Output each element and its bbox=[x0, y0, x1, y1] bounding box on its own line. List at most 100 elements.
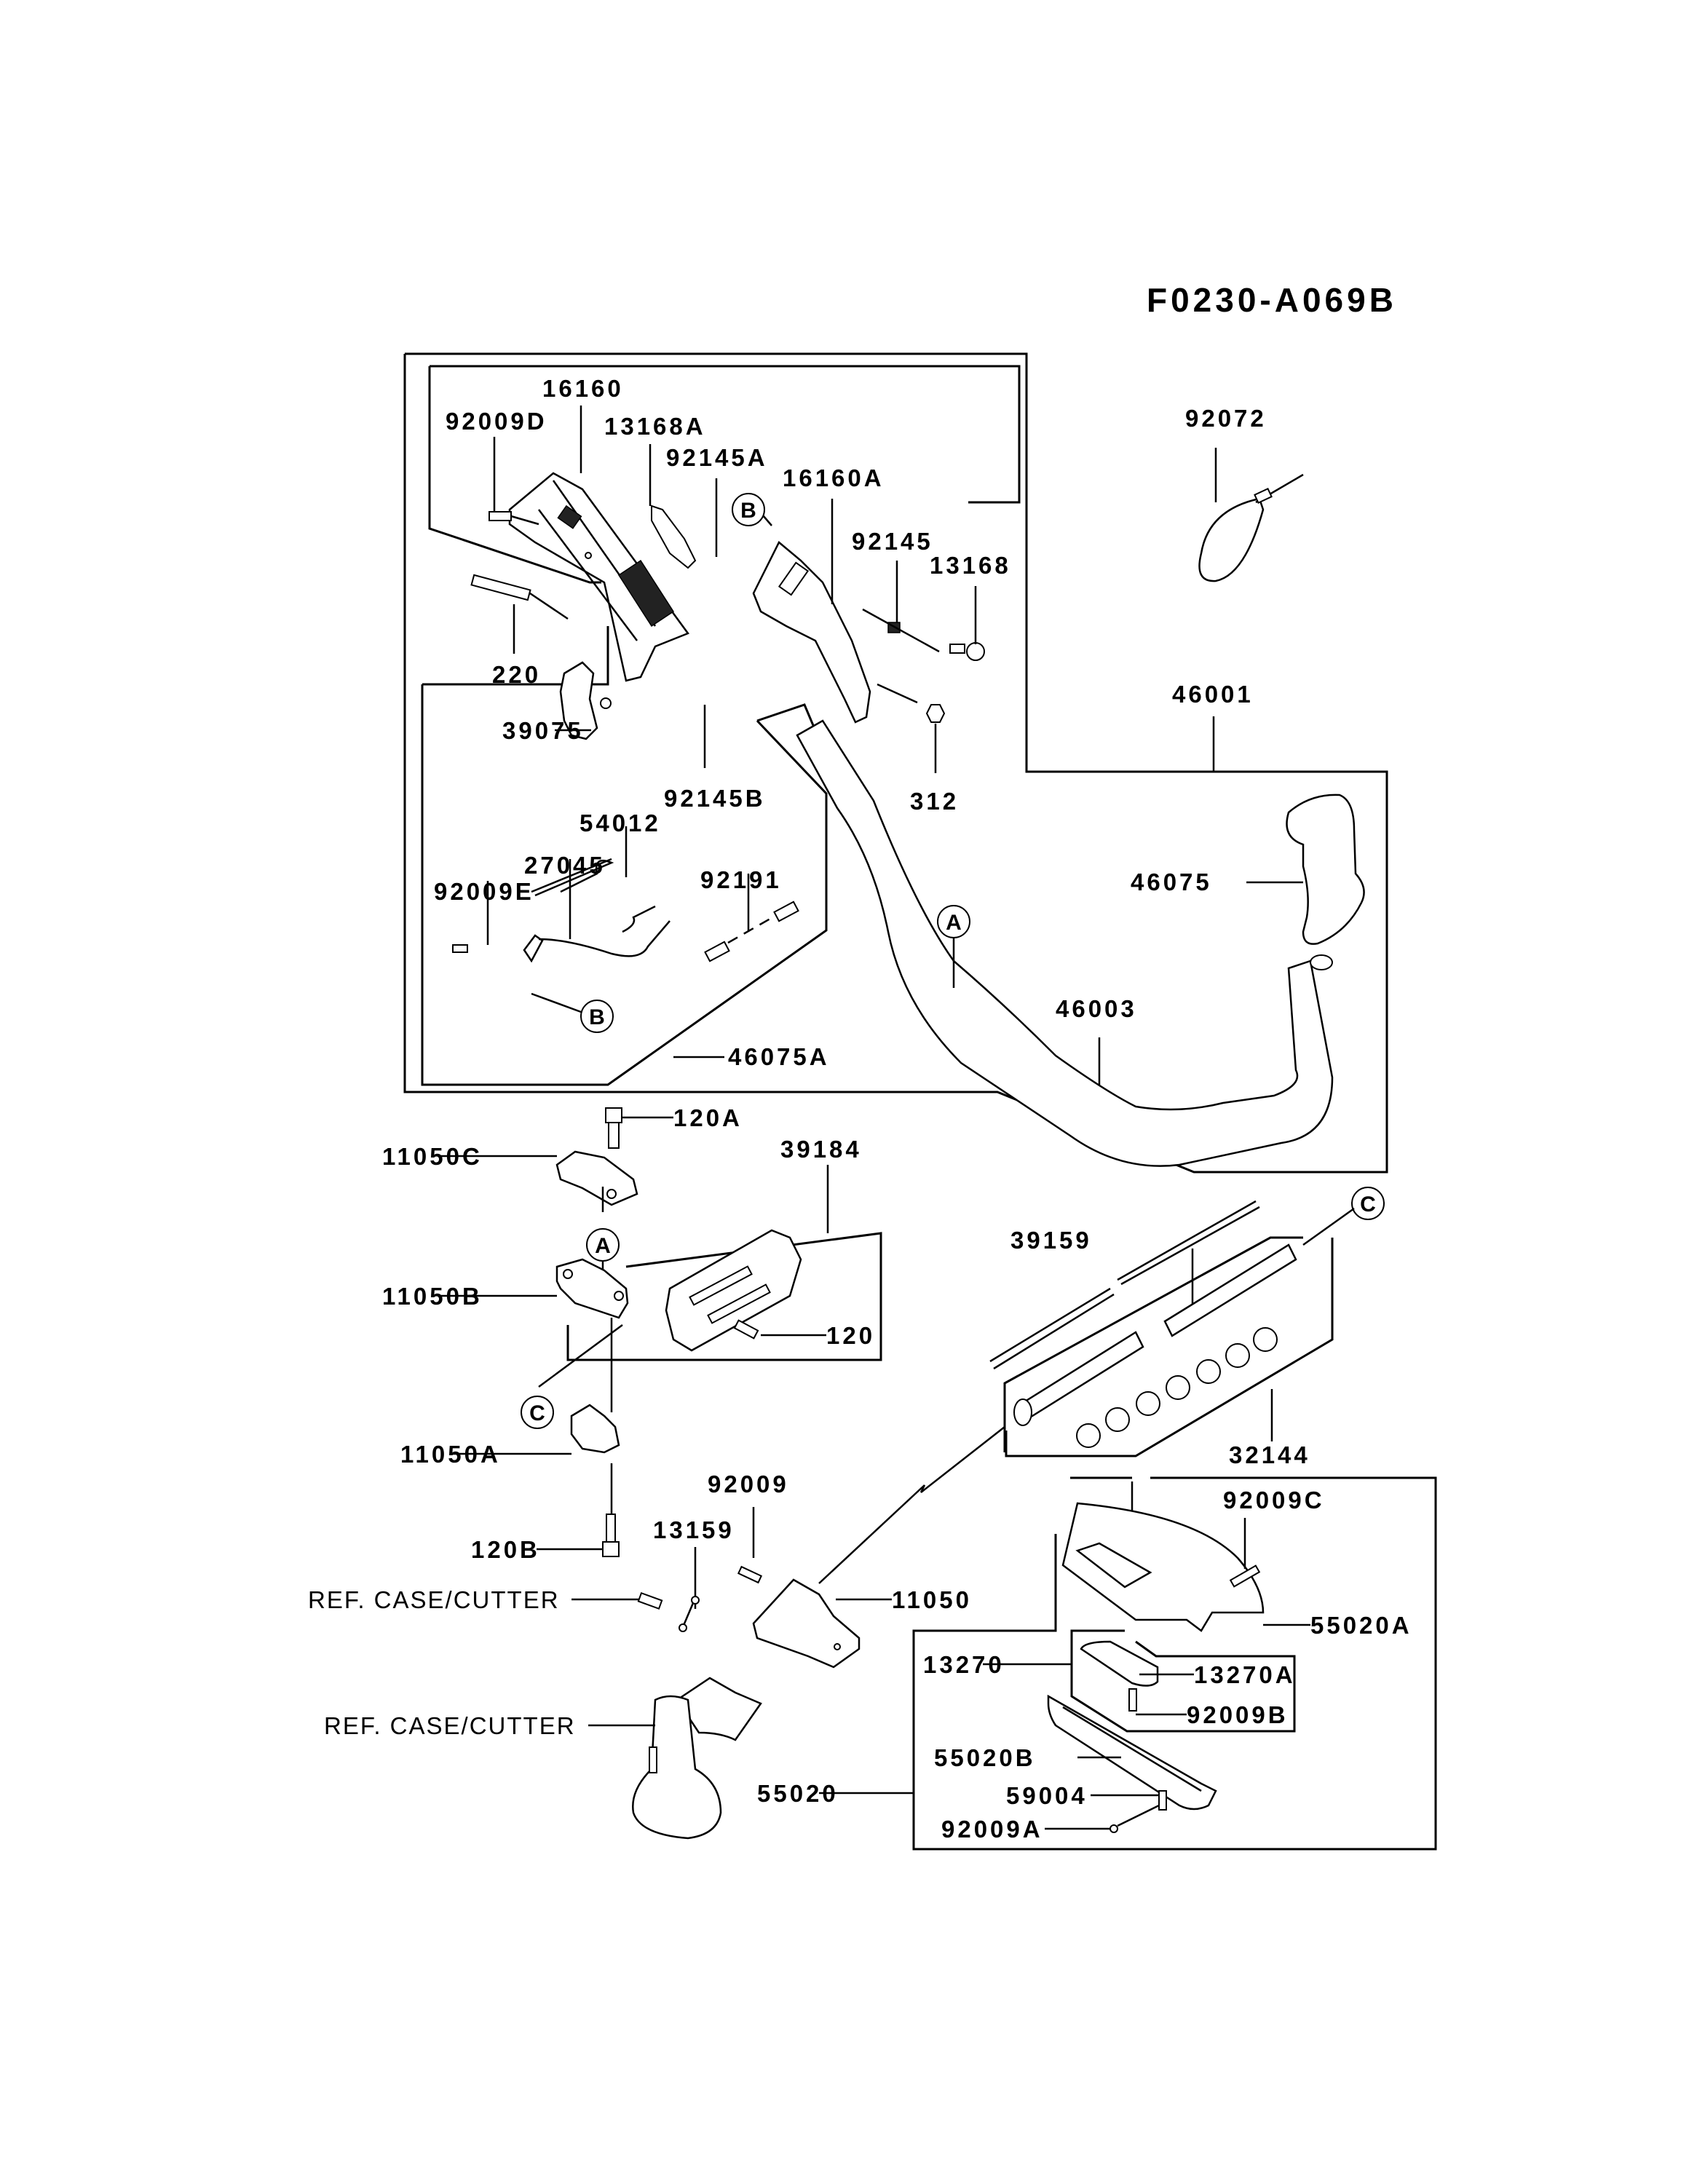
part-27045-switch-wire bbox=[523, 920, 671, 963]
part-92009B-screw bbox=[1128, 1688, 1137, 1712]
svg-text:C: C bbox=[1360, 1192, 1376, 1216]
callout-A-middle: A bbox=[586, 1228, 620, 1262]
label-92009: 92009 bbox=[708, 1471, 789, 1497]
label-39184: 39184 bbox=[780, 1136, 862, 1163]
label-39075: 39075 bbox=[502, 717, 584, 744]
label-11050: 11050 bbox=[892, 1586, 972, 1613]
label-59004: 59004 bbox=[1006, 1782, 1088, 1809]
callout-C-middle: C bbox=[521, 1396, 554, 1429]
label-11050B: 11050B bbox=[382, 1283, 483, 1310]
label-46075A: 46075A bbox=[728, 1043, 830, 1070]
label-92145: 92145 bbox=[852, 528, 933, 555]
label-55020A: 55020A bbox=[1310, 1612, 1412, 1639]
part-55020B-blade bbox=[1047, 1694, 1217, 1811]
label-ref-case-cutter-1: REF. CASE/CUTTER bbox=[308, 1586, 560, 1613]
label-55020B: 55020B bbox=[934, 1744, 1036, 1771]
part-32144-bearings bbox=[1076, 1327, 1278, 1448]
callout-B-top: B bbox=[732, 493, 772, 526]
label-13168A: 13168A bbox=[604, 413, 706, 440]
label-92072: 92072 bbox=[1185, 405, 1267, 432]
label-312: 312 bbox=[910, 788, 959, 815]
part-39159-shaft bbox=[989, 1200, 1260, 1370]
part-92009D-screw bbox=[488, 511, 539, 526]
label-46001: 46001 bbox=[1172, 681, 1254, 708]
label-220: 220 bbox=[492, 661, 541, 688]
callout-B-bottom: B bbox=[531, 992, 614, 1033]
label-32144: 32144 bbox=[1229, 1441, 1310, 1468]
label-13270A: 13270A bbox=[1194, 1661, 1296, 1688]
box-13270 bbox=[1070, 1629, 1296, 1733]
part-39075-trigger bbox=[559, 661, 612, 740]
part-32144-tube bbox=[1013, 1243, 1297, 1426]
label-120B: 120B bbox=[471, 1536, 540, 1563]
part-46075-grip bbox=[1286, 794, 1365, 945]
part-59004-plate bbox=[1158, 1790, 1167, 1811]
box-32144-right bbox=[1005, 1238, 1334, 1457]
part-120A-bolt bbox=[605, 1107, 673, 1149]
part-13159-bracket bbox=[679, 1596, 700, 1632]
label-27045: 27045 bbox=[524, 852, 606, 879]
part-ref-cutter-case bbox=[632, 1677, 762, 1840]
label-92009C: 92009C bbox=[1223, 1487, 1325, 1514]
label-11050C: 11050C bbox=[382, 1143, 483, 1170]
part-312-nut bbox=[877, 683, 946, 723]
part-120B-bolt bbox=[602, 1514, 620, 1557]
part-120-bolt bbox=[733, 1319, 826, 1340]
svg-text:B: B bbox=[740, 499, 756, 523]
part-92009C-screw bbox=[1229, 1564, 1261, 1588]
svg-text:A: A bbox=[595, 1234, 611, 1258]
handle-assembly-box bbox=[403, 352, 1388, 1174]
leader-c-middle bbox=[538, 1324, 623, 1388]
part-11050B-clamp-middle bbox=[555, 1258, 629, 1319]
part-13168-button bbox=[949, 642, 985, 661]
part-11050C-clamp-upper bbox=[555, 1150, 638, 1206]
diagram-code: F0230-A069B bbox=[1147, 281, 1397, 319]
label-11050A: 11050A bbox=[400, 1441, 501, 1468]
label-92145A: 92145A bbox=[666, 444, 768, 471]
part-92009A-screw bbox=[1109, 1804, 1160, 1833]
box-55020 bbox=[912, 1476, 1437, 1851]
label-55020: 55020 bbox=[757, 1780, 839, 1807]
part-54012-wire bbox=[531, 858, 656, 933]
label-92191: 92191 bbox=[700, 866, 782, 893]
callout-A-top: A bbox=[937, 905, 970, 988]
label-54012: 54012 bbox=[580, 810, 661, 836]
part-11050-gear-case bbox=[752, 1578, 861, 1669]
part-92009-screw bbox=[737, 1565, 763, 1584]
label-92009E: 92009E bbox=[434, 878, 534, 905]
part-220-bolt bbox=[470, 574, 569, 620]
label-13159: 13159 bbox=[653, 1516, 735, 1543]
label-92009A: 92009A bbox=[941, 1816, 1043, 1843]
label-13168: 13168 bbox=[930, 552, 1011, 579]
part-46003-handle-bar bbox=[796, 719, 1334, 1167]
box-39184 bbox=[566, 1232, 882, 1361]
svg-text:C: C bbox=[529, 1401, 545, 1425]
part-ref-screw bbox=[637, 1591, 663, 1610]
callout-C-right: C bbox=[1351, 1187, 1385, 1220]
label-120A: 120A bbox=[673, 1104, 743, 1131]
leader-lines-top bbox=[486, 405, 1303, 1085]
label-39159: 39159 bbox=[1010, 1227, 1092, 1254]
label-92009D: 92009D bbox=[446, 408, 547, 435]
label-ref-case-cutter-2: REF. CASE/CUTTER bbox=[324, 1712, 576, 1739]
label-16160: 16160 bbox=[542, 375, 624, 402]
part-92145A-spring bbox=[585, 552, 592, 559]
part-39184-cover bbox=[665, 1229, 802, 1352]
svg-text:B: B bbox=[589, 1005, 605, 1029]
part-13168A-lever bbox=[651, 505, 697, 569]
label-46075: 46075 bbox=[1131, 869, 1212, 895]
label-46003: 46003 bbox=[1056, 995, 1137, 1022]
label-92009B: 92009B bbox=[1187, 1701, 1289, 1728]
label-16160A: 16160A bbox=[783, 464, 885, 491]
part-16160-grip-housing bbox=[508, 472, 689, 682]
svg-text:A: A bbox=[946, 911, 962, 935]
part-55020A-guard bbox=[1061, 1502, 1265, 1632]
part-92191-rod bbox=[704, 901, 799, 962]
label-13270: 13270 bbox=[923, 1651, 1005, 1678]
label-92145B: 92145B bbox=[664, 785, 766, 812]
box-32144-top bbox=[1003, 1236, 1303, 1452]
part-92009E-screw bbox=[452, 944, 468, 953]
part-92072-cable-tie bbox=[1198, 473, 1304, 582]
label-120: 120 bbox=[826, 1322, 875, 1349]
